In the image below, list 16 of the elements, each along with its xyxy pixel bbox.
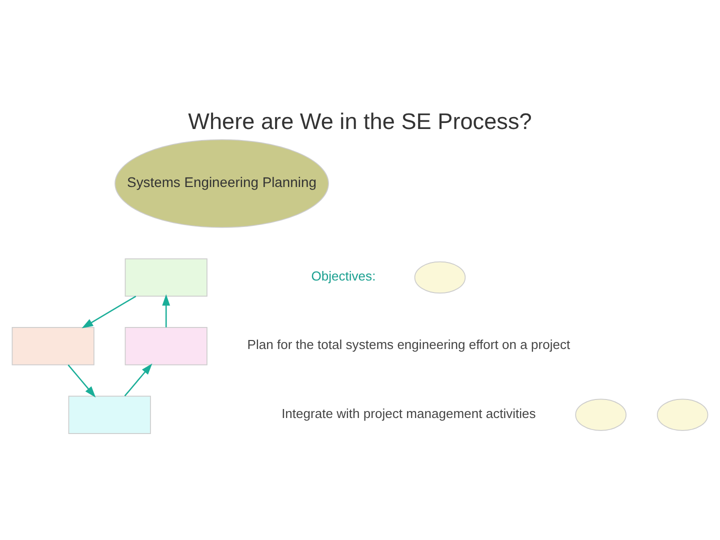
arrow: [124, 362, 152, 396]
arrow: [162, 294, 170, 327]
node-box: [68, 395, 151, 434]
node-circle: [575, 398, 626, 430]
node-box: [12, 326, 94, 365]
node-ellipse: Systems Engineering Planning: [114, 138, 329, 228]
node-circle: [656, 398, 708, 430]
diagram-title: Where are We in the SE Process?: [188, 108, 532, 134]
arrow: [68, 364, 96, 397]
label: Objectives:: [311, 268, 376, 283]
node-box: [124, 258, 208, 296]
arrow: [82, 295, 136, 328]
label: Plan for the total systems engineering effort on a project: [247, 336, 570, 352]
node-circle: [414, 260, 466, 294]
label: Integrate with project management activities: [282, 405, 536, 420]
node-box: [124, 326, 208, 365]
